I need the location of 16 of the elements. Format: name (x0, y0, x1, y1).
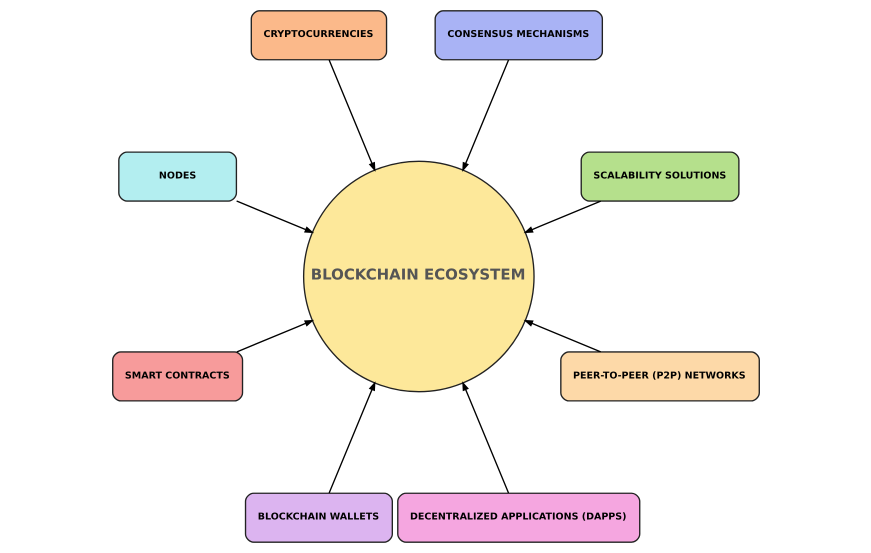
arrow (328, 60, 375, 172)
node-box: PEER-TO-PEER (P2P) NETWORKS (560, 351, 760, 402)
arrow (328, 381, 375, 494)
arrow (462, 60, 509, 172)
node-box: CRYPTOCURRENCIES (250, 10, 387, 60)
arrow (462, 381, 509, 494)
arrow (523, 320, 600, 352)
arrow (236, 200, 314, 234)
node-box: NODES (118, 151, 237, 202)
node-box: SMART CONTRACTS (112, 351, 243, 402)
node-box: DECENTRALIZED APPLICATIONS (DAPPS) (396, 492, 640, 543)
arrow (523, 200, 600, 234)
node-box: BLOCKCHAIN WALLETS (244, 492, 392, 543)
node-box: SCALABILITY SOLUTIONS (580, 151, 740, 202)
arrow (236, 320, 314, 352)
node-box: CONSENSUS MECHANISMS (434, 10, 603, 60)
